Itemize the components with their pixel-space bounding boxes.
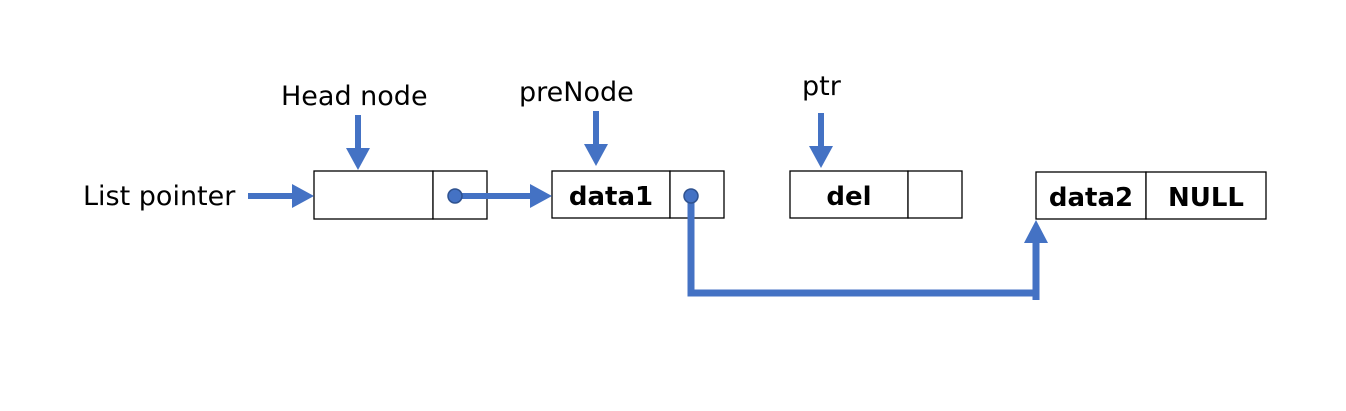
node-del-value: del [826,182,871,212]
pre-node-label: preNode [519,77,634,108]
node-data1-value: data1 [569,182,653,212]
head-node-label: Head node [281,81,428,112]
node-data2: data2 NULL [1035,171,1267,220]
head-node [313,170,488,220]
node-data2-value: data2 [1049,183,1133,213]
head-node-down-arrow [346,115,370,170]
node-data1-pointer-dot [683,188,699,204]
node-data2-link-cell [1145,171,1267,220]
pre-node-down-arrow [584,111,608,166]
data1-to-data2-bypass-link [687,196,1048,300]
node-data2-next-null: NULL [1168,183,1244,213]
head-to-data1-link-arrow [455,184,552,208]
node-del: del [789,170,963,219]
node-del-link-cell [907,170,963,219]
ptr-label: ptr [802,71,842,102]
list-pointer-arrow [248,184,314,208]
ptr-down-arrow [809,113,833,168]
node-del-data-cell [789,170,909,219]
head-node-data-cell [313,170,434,220]
node-data1-data-cell [551,170,671,219]
node-data2-data-cell [1035,171,1147,220]
node-data1: data1 [551,170,725,219]
list-pointer-label: List pointer [83,181,236,212]
head-node-pointer-dot [447,188,463,204]
